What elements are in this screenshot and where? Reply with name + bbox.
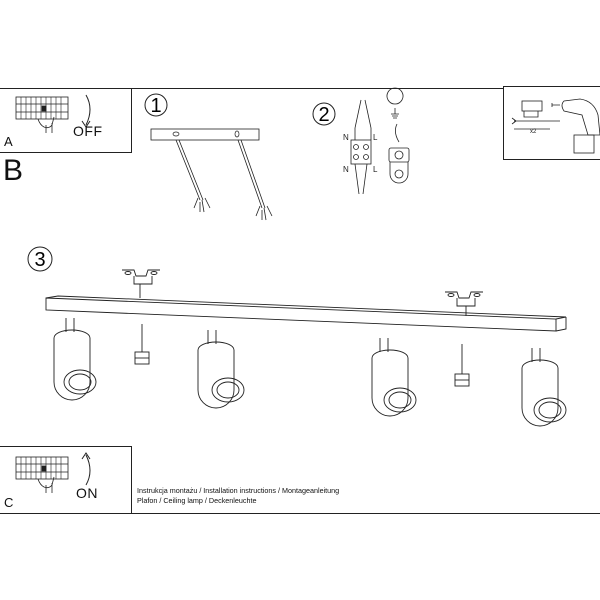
frame-bottom-line (0, 513, 600, 514)
off-label: OFF (73, 123, 103, 139)
l-top-label: L (373, 133, 378, 142)
tools-box: x2 (503, 86, 600, 160)
step-1-diagram: 1 (144, 93, 273, 221)
panel-a-letter: A (4, 134, 13, 149)
spotlight-3 (371, 338, 417, 417)
step-3-number: 3 (34, 249, 45, 271)
step-2-diagram: 2 N L N L (312, 87, 410, 195)
n-bottom-label: N (343, 165, 349, 174)
on-label: ON (76, 485, 98, 501)
screw-2 (454, 344, 470, 387)
breaker-switch-icon (15, 96, 69, 133)
footer-line-2: Plafon / Ceiling lamp / Deckenleuchte (137, 496, 257, 505)
panel-a-box: OFF A (0, 88, 132, 153)
panel-c-box: ON C (0, 446, 132, 514)
panel-b-letter: B (3, 154, 24, 187)
step-1-number: 1 (150, 95, 161, 117)
quantity-label: x2 (530, 129, 537, 135)
spotlight-1 (53, 318, 97, 401)
breaker-switch-on-icon (15, 456, 69, 493)
step-2-number: 2 (318, 104, 329, 126)
step-3-diagram: 3 (27, 246, 567, 427)
screw-1 (134, 324, 150, 365)
spotlight-4 (521, 348, 567, 427)
l-bottom-label: L (373, 165, 378, 174)
spotlight-2 (197, 330, 245, 409)
arrow-down-icon (81, 94, 91, 128)
footer-line-1: Instrukcja montażu / Installation instru… (137, 486, 340, 495)
panel-c-letter: C (4, 495, 14, 510)
drill-icon: x2 (511, 98, 600, 154)
frame-top-line (0, 88, 600, 89)
arrow-up-icon (81, 452, 91, 486)
n-top-label: N (343, 133, 349, 142)
